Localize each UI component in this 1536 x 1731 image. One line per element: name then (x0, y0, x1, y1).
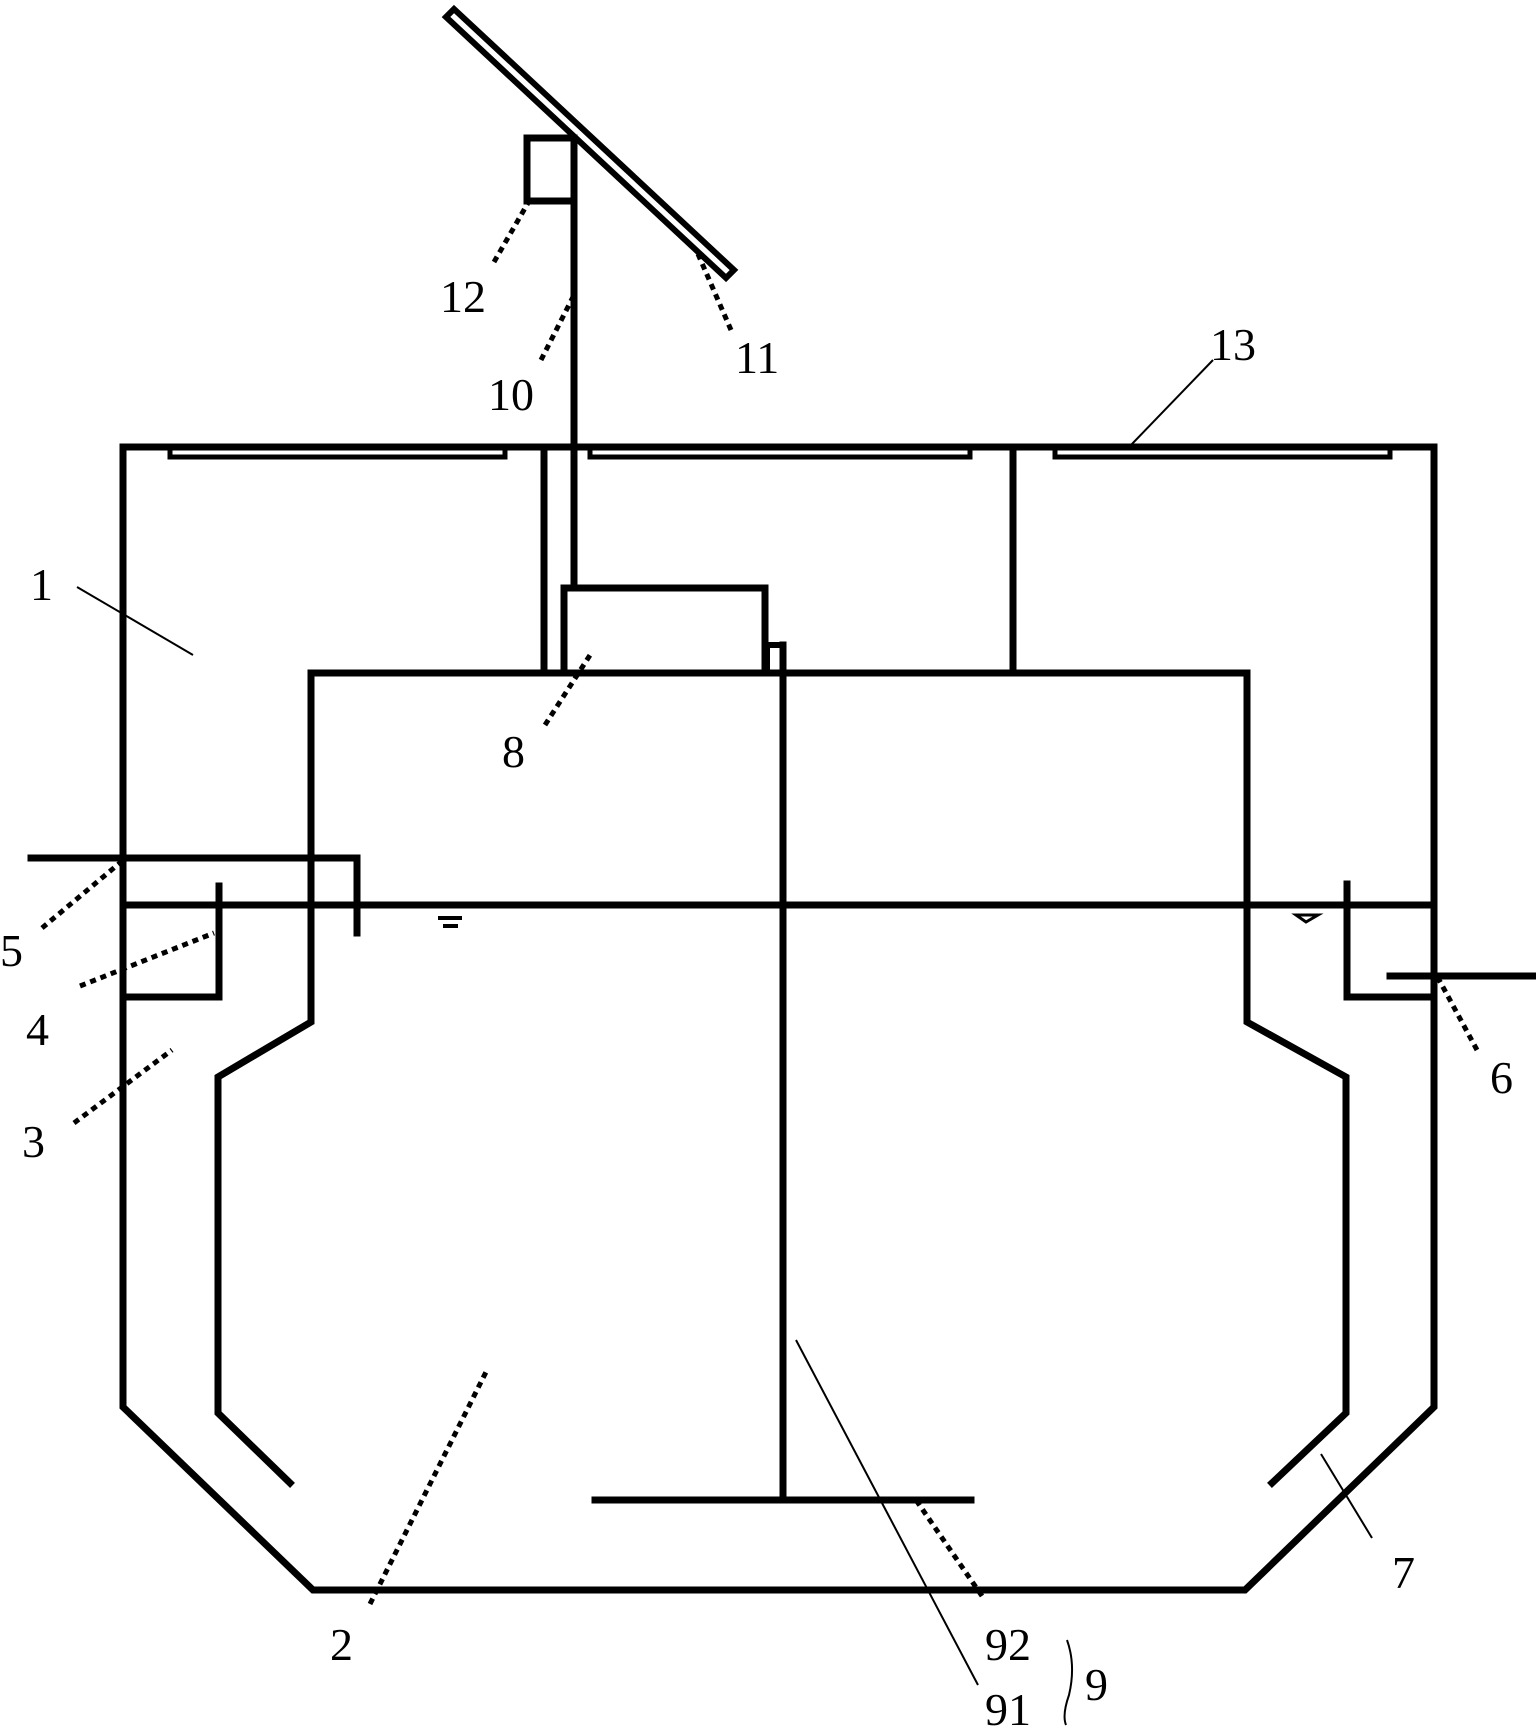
solar-panel (441, 4, 739, 283)
cover-panel-middle (587, 444, 973, 460)
inlet-pipe (27, 854, 361, 937)
bracket-9 (1063, 1639, 1073, 1726)
leader-4 (79, 930, 215, 989)
outer-tank (119, 443, 1438, 1594)
label-5: 5 (0, 925, 23, 976)
leader-7 (1320, 1453, 1373, 1539)
leader-12 (491, 194, 535, 264)
leader-6 (1434, 974, 1480, 1052)
outlet-weir-right (1343, 880, 1438, 1001)
label-2: 2 (330, 1619, 353, 1670)
leader-10 (538, 293, 577, 362)
label-11: 11 (735, 332, 779, 383)
label-9: 9 (1085, 1659, 1108, 1710)
cover-panel-right (1052, 444, 1393, 460)
label-12: 12 (440, 271, 486, 322)
label-10: 10 (488, 369, 534, 420)
water-level-mark-right (1291, 913, 1324, 924)
leader-11 (695, 253, 734, 331)
inner-vessel (214, 669, 1350, 1488)
label-3: 3 (22, 1116, 45, 1167)
label-4: 4 (26, 1004, 49, 1055)
shaft-cap (764, 642, 786, 676)
box-12 (523, 134, 578, 205)
leader-2 (367, 1370, 489, 1606)
leader-91 (795, 1339, 979, 1686)
label-92: 92 (985, 1619, 1031, 1670)
cover-panel-left (167, 444, 508, 460)
label-6: 6 (1490, 1052, 1513, 1103)
leader-3 (72, 1047, 174, 1126)
label-8: 8 (502, 726, 525, 777)
leader-5 (40, 860, 123, 930)
box-8 (560, 584, 769, 677)
label-13: 13 (1210, 319, 1256, 370)
weir-left (119, 882, 223, 1001)
label-1: 1 (30, 559, 53, 610)
label-91: 91 (985, 1684, 1031, 1731)
leader-92 (913, 1498, 985, 1598)
water-level-mark-left (438, 916, 462, 928)
leader-1 (76, 586, 194, 656)
leader-13 (1130, 359, 1214, 446)
label-7: 7 (1392, 1547, 1415, 1598)
leader-8 (542, 650, 595, 727)
